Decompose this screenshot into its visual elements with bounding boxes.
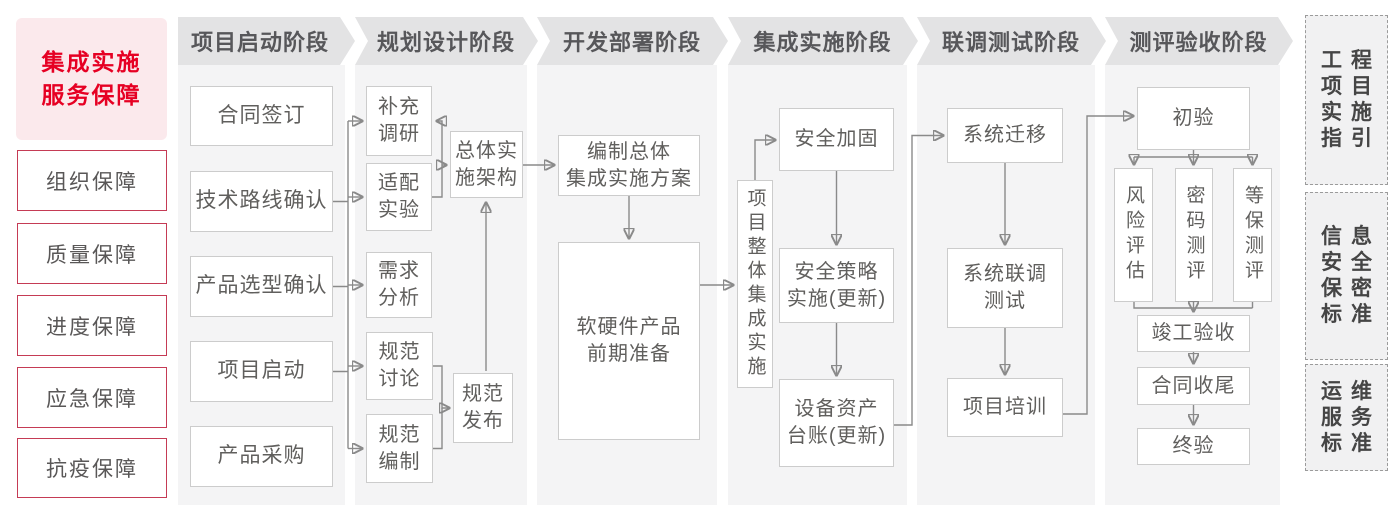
flow-box-contract-signing: 合同签订 — [190, 86, 333, 146]
flow-box-mlps-evaluation: 等保测评 — [1233, 168, 1272, 302]
flow-box-initial-acceptance: 初验 — [1137, 87, 1250, 150]
flow-box-adaptation-test: 适配 实验 — [366, 163, 432, 231]
flow-box-system-migration: 系统迁移 — [947, 108, 1063, 163]
flow-box-hw-sw-product-preparation: 软硬件产品 前期准备 — [558, 242, 700, 440]
flow-box-compile-overall-integration-plan: 编制总体 集成实施方案 — [558, 135, 700, 196]
stage-header-joint-debug-test: 联调测试阶段 — [917, 17, 1106, 65]
flow-box-crypto-evaluation: 密码测评 — [1175, 168, 1213, 302]
flow-box-project-training: 项目培训 — [947, 378, 1063, 437]
reference-word: 实施 — [1321, 101, 1381, 124]
flow-box-risk-assessment: 风险评估 — [1114, 168, 1153, 302]
flow-box-security-hardening: 安全加固 — [779, 108, 894, 171]
reference-word: 安全 — [1321, 251, 1381, 274]
reference-word: 标准 — [1321, 431, 1381, 455]
flow-box-spec-compilation: 规范 编制 — [366, 414, 433, 483]
sidebar-title-line2: 服务保障 — [41, 82, 142, 108]
stage-header-integration-implementation: 集成实施阶段 — [728, 17, 918, 65]
flow-box-spec-release: 规范 发布 — [453, 373, 513, 443]
flow-box-completion-acceptance: 竣工验收 — [1137, 315, 1250, 352]
flow-box-project-kickoff: 项目启动 — [190, 341, 333, 402]
reference-word: 指引 — [1321, 127, 1381, 150]
flow-box-equipment-asset-ledger: 设备资产 台账(更新) — [779, 379, 894, 467]
flow-box-final-acceptance: 终验 — [1137, 428, 1250, 465]
sidebar-title-line1: 集成实施 — [41, 49, 142, 75]
stage-header-evaluation-acceptance: 测评验收阶段 — [1105, 17, 1293, 65]
flow-box-spec-discussion: 规范 讨论 — [366, 332, 433, 400]
sidebar-title: 集成实施 服务保障 — [16, 18, 167, 140]
reference-word: 工程 — [1321, 49, 1381, 72]
flow-box-supplementary-research: 补充 调研 — [366, 86, 432, 156]
stage-header-planning-design: 规划设计阶段 — [355, 17, 538, 65]
reference-info-security-confidentiality-standard: 信息 安全 保密 标准 — [1305, 192, 1388, 360]
sidebar-item-emergency-guarantee: 应急保障 — [17, 367, 167, 428]
flow-box-product-selection-confirm: 产品选型确认 — [190, 256, 333, 317]
stage-header-develop-deploy: 开发部署阶段 — [537, 17, 728, 65]
flow-box-contract-closure: 合同收尾 — [1137, 367, 1250, 405]
reference-word: 服务 — [1321, 405, 1381, 429]
reference-engineering-project-implementation-guide: 工程 项目 实施 指引 — [1305, 15, 1388, 185]
reference-word: 保密 — [1321, 277, 1381, 300]
flow-box-requirement-analysis: 需求 分析 — [366, 252, 432, 318]
flow-box-overall-project-integration: 项目整体集成实施 — [737, 180, 773, 388]
flow-box-tech-route-confirm: 技术路线确认 — [190, 171, 333, 232]
flow-box-system-joint-debugging-test: 系统联调 测试 — [947, 248, 1063, 328]
sidebar-item-quality-guarantee: 质量保障 — [17, 223, 167, 284]
flow-box-overall-implementation-architecture: 总体实 施架构 — [450, 131, 523, 198]
flow-box-security-policy-implementation: 安全策略 实施(更新) — [779, 248, 894, 323]
reference-word: 信息 — [1321, 225, 1381, 248]
sidebar-item-schedule-guarantee: 进度保障 — [17, 295, 167, 356]
reference-word: 项目 — [1321, 75, 1381, 98]
reference-word: 标准 — [1321, 303, 1381, 326]
flow-box-product-procurement: 产品采购 — [190, 426, 333, 487]
reference-word: 运维 — [1321, 379, 1381, 403]
reference-om-service-standard: 运维 服务 标准 — [1305, 364, 1388, 471]
sidebar-item-organization-guarantee: 组织保障 — [17, 150, 167, 211]
stage-header-project-kickoff: 项目启动阶段 — [178, 17, 355, 65]
sidebar-item-epidemic-guarantee: 抗疫保障 — [17, 438, 167, 498]
